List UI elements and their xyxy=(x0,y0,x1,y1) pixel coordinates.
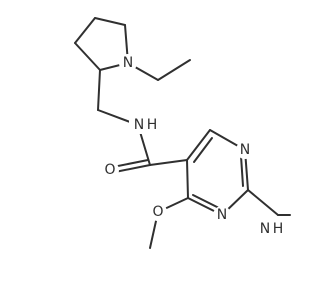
atom-n-pyrrolidine: N xyxy=(119,54,137,72)
bond xyxy=(74,42,101,71)
atom-label-hydrogen: H xyxy=(273,221,284,237)
bond xyxy=(186,159,189,199)
molecule-diagram: N N H O N N O xyxy=(74,17,291,249)
bond xyxy=(186,129,211,161)
atom-layer: N N H O N N O xyxy=(101,54,285,238)
atom-label: N xyxy=(217,207,227,223)
atom-label: O xyxy=(104,162,115,178)
atom-label: N xyxy=(134,117,144,133)
bond xyxy=(240,155,244,187)
bond xyxy=(149,159,188,166)
bond xyxy=(114,164,151,173)
atom-o-methoxy: O xyxy=(149,203,167,221)
bond xyxy=(74,17,96,44)
atom-o-carbonyl: O xyxy=(101,161,119,179)
bond-layer xyxy=(74,17,291,249)
atom-n-ring-3: N xyxy=(236,141,254,159)
bond xyxy=(94,17,126,26)
atom-label: N xyxy=(240,142,250,158)
bond xyxy=(247,189,279,216)
atom-label-hydrogen: H xyxy=(147,117,158,133)
structure-canvas: N N H O N N O xyxy=(74,17,291,249)
bond xyxy=(97,69,101,111)
atom-n-amide: N H xyxy=(129,116,159,134)
atom-label: N xyxy=(260,221,270,237)
atom-label: N xyxy=(123,55,133,71)
atom-n-methylamino: N H xyxy=(255,220,285,238)
atom-n-ring-1: N xyxy=(213,206,231,224)
bond xyxy=(192,194,220,209)
bond xyxy=(112,159,149,168)
bond xyxy=(193,137,213,163)
bond xyxy=(157,59,191,81)
atom-label: O xyxy=(152,204,163,220)
